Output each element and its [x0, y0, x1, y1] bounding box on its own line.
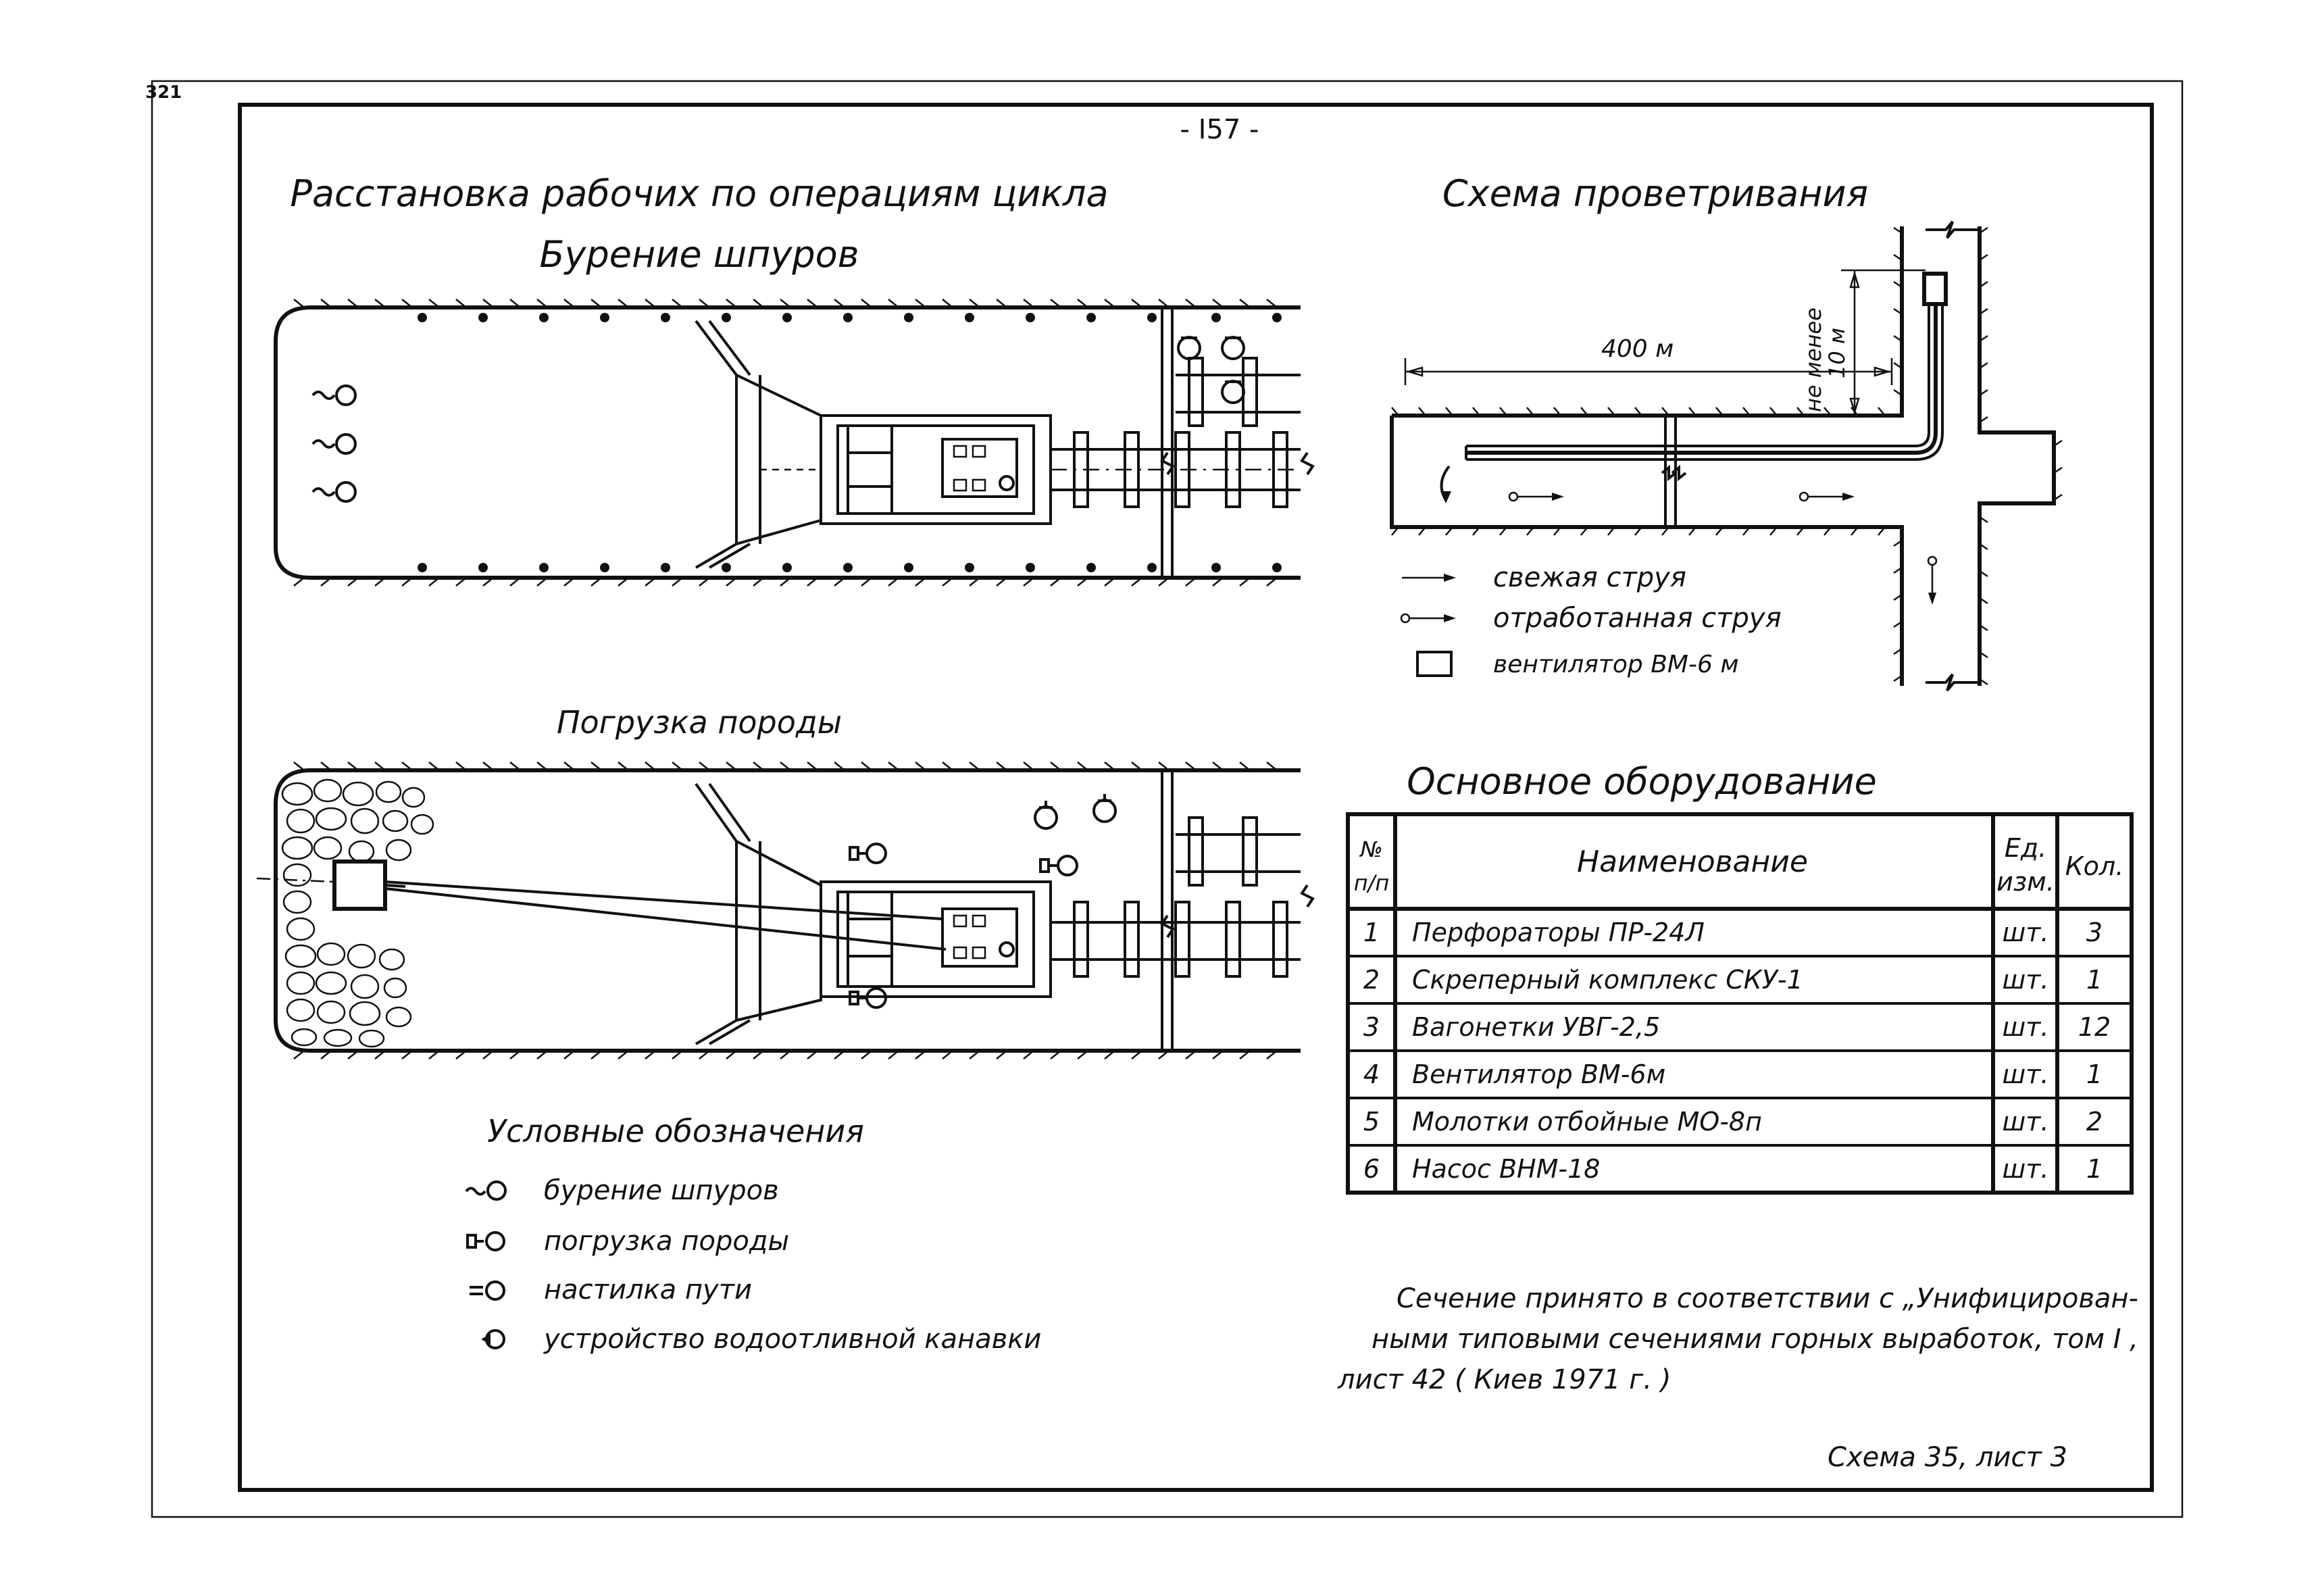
legend-item-drilling: бурение шпуров — [544, 1175, 779, 1206]
row-qty: 3 — [2086, 918, 2103, 947]
th-num-2: п/п — [1354, 870, 1390, 896]
row-unit: шт. — [2003, 918, 2049, 947]
vent-legend-fresh: свежая струя — [1493, 562, 1686, 593]
row-qty: 2 — [2086, 1107, 2103, 1137]
row-name: Вагонетки УВГ-2,5 — [1412, 1012, 1660, 1042]
loading-workers — [849, 794, 1117, 1009]
table-row: 6 Насос ВНМ-18 шт. 1 — [1363, 1154, 2103, 1184]
row-unit: шт. — [2003, 1154, 2049, 1184]
legend-item-drainage: устройство водоотливной канавки — [543, 1324, 1041, 1355]
equipment-title: Основное оборудование — [1407, 760, 1877, 803]
table-row: 2 Скреперный комплекс СКУ-1 шт. 1 — [1363, 965, 2103, 995]
drilling-plan — [274, 299, 1315, 587]
page-number: - I57 - — [1180, 114, 1259, 145]
table-row: 5 Молотки отбойные МО-8п шт. 2 — [1363, 1107, 2103, 1137]
ventilation-title: Схема проветривания — [1442, 172, 1868, 215]
th-num-1: № — [1359, 837, 1382, 862]
row-qty: 1 — [2086, 1059, 2103, 1089]
th-unit-2: изм. — [1996, 867, 2055, 897]
scraper-bucket — [332, 859, 387, 911]
ventilation-distance-label: 400 м — [1601, 335, 1674, 363]
row-unit: шт. — [2003, 1012, 2049, 1042]
note-line-2: ными типовыми сечениями горных выработок… — [1372, 1324, 2138, 1355]
row-qty: 12 — [2078, 1012, 2111, 1042]
legend-item-track-laying: настилка пути — [544, 1274, 752, 1305]
row-num: 4 — [1363, 1059, 1380, 1089]
outer-frame — [151, 80, 2184, 1518]
table-row: 1 Перфораторы ПР-24Л шт. 3 — [1363, 918, 2103, 947]
note-line-1: Сечение принято в соответствии с „Унифиц… — [1397, 1283, 2138, 1314]
row-num: 2 — [1363, 965, 1380, 995]
vent-legend-fan: вентилятор ВМ-6 м — [1493, 651, 1738, 678]
ventilation-min-label-line1: не менее — [1801, 307, 1826, 412]
loading-icon — [466, 1231, 505, 1251]
row-unit: шт. — [2003, 965, 2049, 995]
vent-legend-box-icon — [1416, 651, 1453, 677]
corner-mark: 321 — [145, 82, 182, 103]
note-line-3: лист 42 ( Киев 1971 г. ) — [1337, 1364, 1671, 1395]
th-unit-1: Ед. — [2005, 833, 2046, 863]
row-num: 6 — [1363, 1154, 1380, 1184]
row-num: 1 — [1363, 918, 1380, 947]
th-name: Наименование — [1577, 845, 1808, 879]
row-name: Скреперный комплекс СКУ-1 — [1412, 965, 1803, 995]
loading-title: Погрузка породы — [557, 704, 842, 741]
th-qty: Кол. — [2065, 851, 2124, 881]
row-qty: 1 — [2086, 965, 2103, 995]
row-qty: 1 — [2086, 1154, 2103, 1184]
ventilator-icon — [1922, 272, 1948, 306]
legend: бурение шпуров погрузка породы настилка … — [465, 1175, 1041, 1355]
legend-item-loading: погрузка породы — [544, 1226, 789, 1257]
drilling-title: Бурение шпуров — [539, 233, 859, 276]
row-name: Перфораторы ПР-24Л — [1412, 918, 1705, 947]
row-name: Насос ВНМ-18 — [1412, 1154, 1600, 1184]
main-title: Расстановка рабочих по операциям цикла — [290, 172, 1108, 215]
loading-plan — [256, 762, 1315, 1059]
row-unit: шт. — [2003, 1107, 2049, 1137]
equipment-table: № п/п Наименование Ед. изм. Кол. 1 Перфо… — [1346, 812, 2134, 1195]
ventilation-min-label-line2: 10 м — [1824, 328, 1850, 378]
rock-pile — [281, 778, 434, 1048]
loading-tunnel-outline — [274, 768, 1301, 1053]
table-row: 4 Вентилятор ВМ-6м шт. 1 — [1363, 1059, 2103, 1089]
drilling-tunnel-outline — [274, 305, 1301, 580]
section-note: Сечение принято в соответствии с „Унифиц… — [1337, 1283, 2138, 1395]
row-num: 5 — [1363, 1107, 1380, 1137]
drilling-icon — [465, 1187, 486, 1196]
drainage-icon — [481, 1329, 505, 1349]
inner-frame — [238, 103, 2154, 1492]
legend-title: Условные обозначения — [487, 1113, 864, 1149]
row-name: Молотки отбойные МО-8п — [1412, 1107, 1762, 1137]
row-name: Вентилятор ВМ-6м — [1412, 1059, 1665, 1089]
ventilation-scheme: 400 м не менее 10 м свежая струя отработ… — [1390, 220, 2063, 692]
sheet-caption: Схема 35, лист 3 — [1828, 1442, 2067, 1473]
row-num: 3 — [1363, 1012, 1380, 1042]
table-row: 3 Вагонетки УВГ-2,5 шт. 12 — [1363, 1012, 2111, 1042]
row-unit: шт. — [2003, 1059, 2049, 1089]
vent-legend-exhaust: отработанная струя — [1493, 603, 1782, 634]
drilling-workers — [311, 336, 1245, 503]
track-laying-icon — [470, 1280, 505, 1301]
